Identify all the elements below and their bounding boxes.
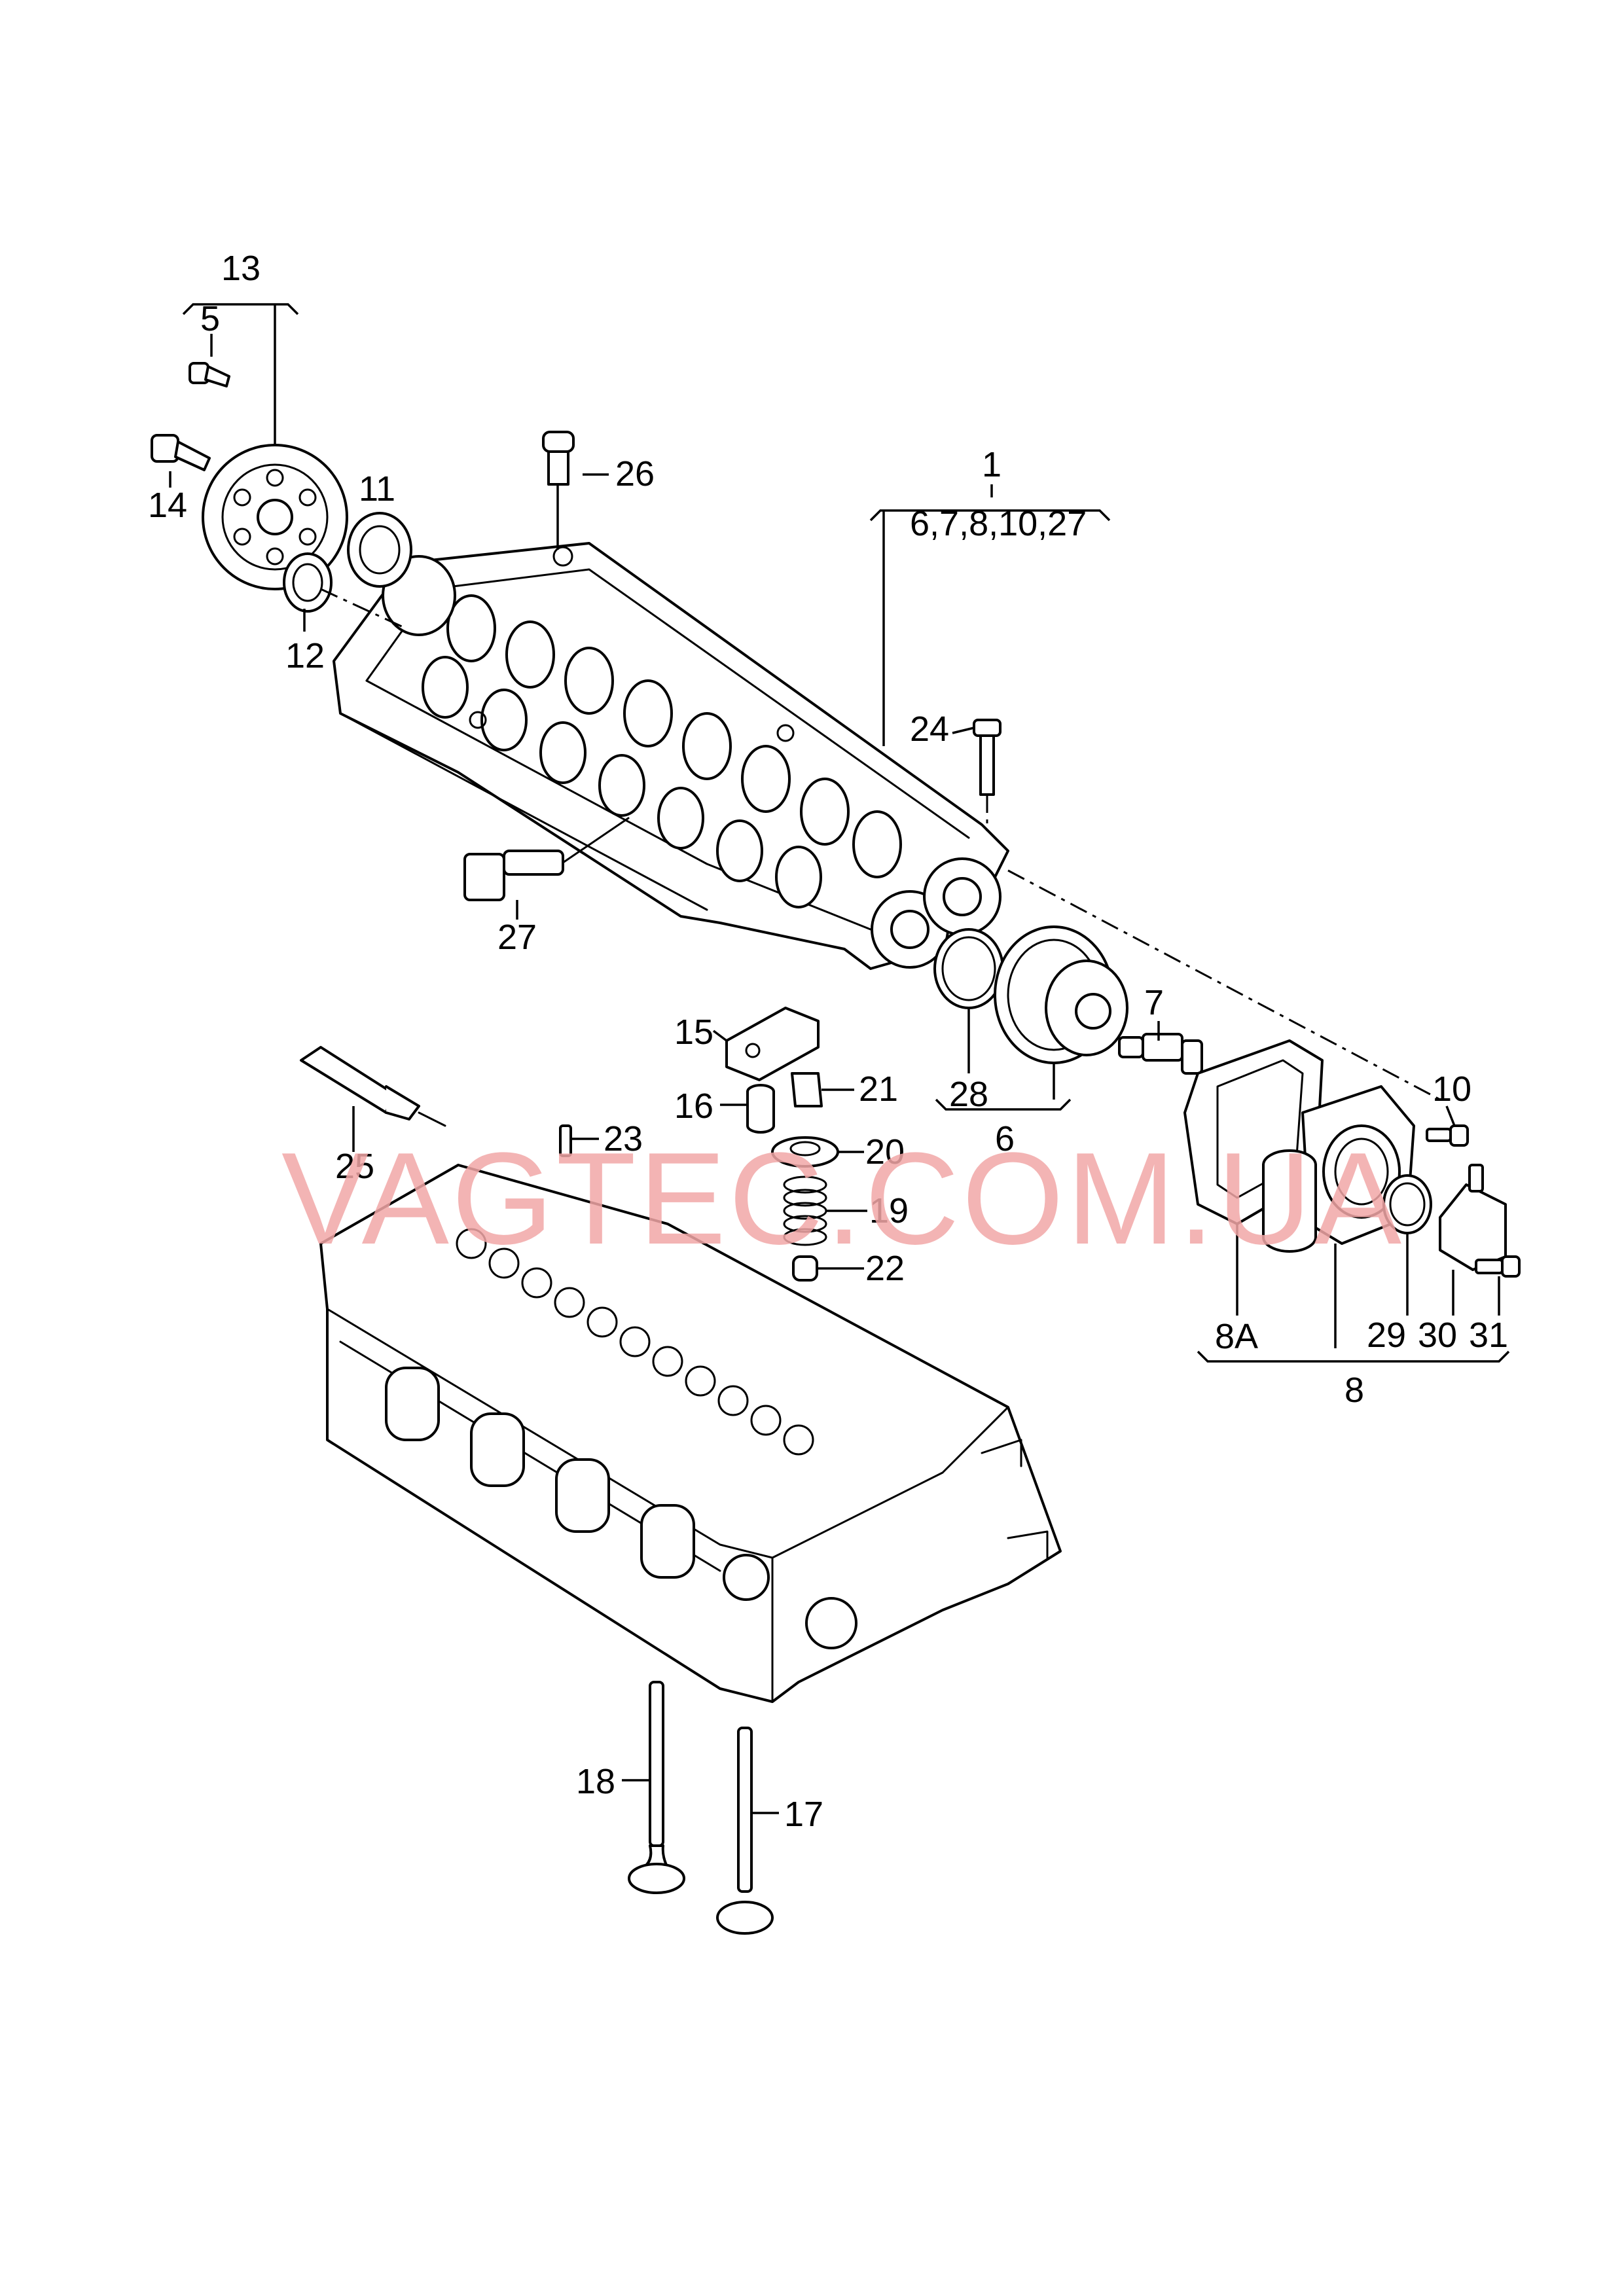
callout-10: 10: [1432, 1069, 1471, 1109]
camshaft-housing: [333, 542, 1009, 970]
rocker-arm-15: [725, 1007, 820, 1081]
leader-lines: [169, 303, 1510, 1814]
callout-1-sub: 6,7,8,10,27: [910, 504, 1087, 543]
callout-17: 17: [784, 1795, 823, 1834]
seal-11: [347, 512, 412, 588]
bolt-14: [151, 434, 211, 471]
callout-27: 27: [497, 918, 537, 957]
callout-28: 28: [949, 1075, 988, 1114]
cylinder-head: [319, 1164, 1062, 1703]
callout-18: 18: [576, 1762, 615, 1801]
callout-6: 6: [995, 1119, 1015, 1158]
camshaft-rear-gears: [871, 857, 1001, 969]
callout-5: 5: [200, 299, 220, 338]
cap-30: [1439, 1164, 1507, 1271]
callout-30: 30: [1418, 1316, 1457, 1355]
watermark: VAGTEC.COM.UA: [281, 1126, 1404, 1272]
camshaft-lobes: [422, 594, 902, 908]
control-valve-7: [1118, 1033, 1203, 1075]
callout-12: 12: [285, 636, 325, 675]
bolt-24: [973, 719, 1001, 831]
filter-8a: [1262, 1149, 1317, 1253]
valve-17: [716, 1727, 774, 1935]
callout-21: 21: [859, 1069, 898, 1109]
callout-22: 22: [865, 1249, 905, 1288]
callout-29: 29: [1367, 1316, 1406, 1355]
callout-labels: 13 5 14 11 12 26 1 6,7,8,10,27 24 27 15 …: [148, 249, 1508, 1834]
callout-8a: 8A: [1215, 1317, 1258, 1356]
callout-13: 13: [221, 249, 261, 288]
callout-23: 23: [604, 1119, 643, 1158]
callout-31: 31: [1469, 1316, 1508, 1355]
callout-14: 14: [148, 486, 187, 525]
callout-7: 7: [1144, 983, 1164, 1022]
cylinder-head-valve-seats: [456, 1228, 814, 1456]
callout-26: 26: [615, 454, 655, 493]
plug-26: [542, 431, 575, 550]
callout-16: 16: [674, 1086, 713, 1126]
valve-18: [628, 1681, 685, 1894]
callout-11: 11: [359, 469, 395, 509]
bolt-5: [189, 362, 230, 387]
callout-20: 20: [865, 1132, 905, 1172]
callout-24: 24: [910, 709, 949, 749]
seal-12: [283, 552, 333, 613]
cylinder-head-ports: [385, 1367, 695, 1579]
pin-23: [559, 1124, 572, 1157]
callout-1: 1: [982, 445, 1001, 484]
bolt-10: [1426, 1124, 1469, 1147]
callout-15: 15: [674, 1013, 713, 1052]
sealant-tube-25: [300, 1046, 446, 1127]
lifter-16: [746, 1084, 775, 1134]
callout-8: 8: [1344, 1371, 1364, 1410]
callout-25: 25: [335, 1147, 374, 1186]
o-ring-29: [1382, 1174, 1432, 1234]
camshaft-adjuster-6: [994, 925, 1128, 1064]
valve-keeper-21: [791, 1072, 823, 1107]
o-ring-28: [933, 928, 1004, 1009]
callout-19: 19: [869, 1191, 909, 1230]
bolt-31: [1475, 1255, 1521, 1278]
camshaft-sensor-27: [463, 817, 630, 901]
